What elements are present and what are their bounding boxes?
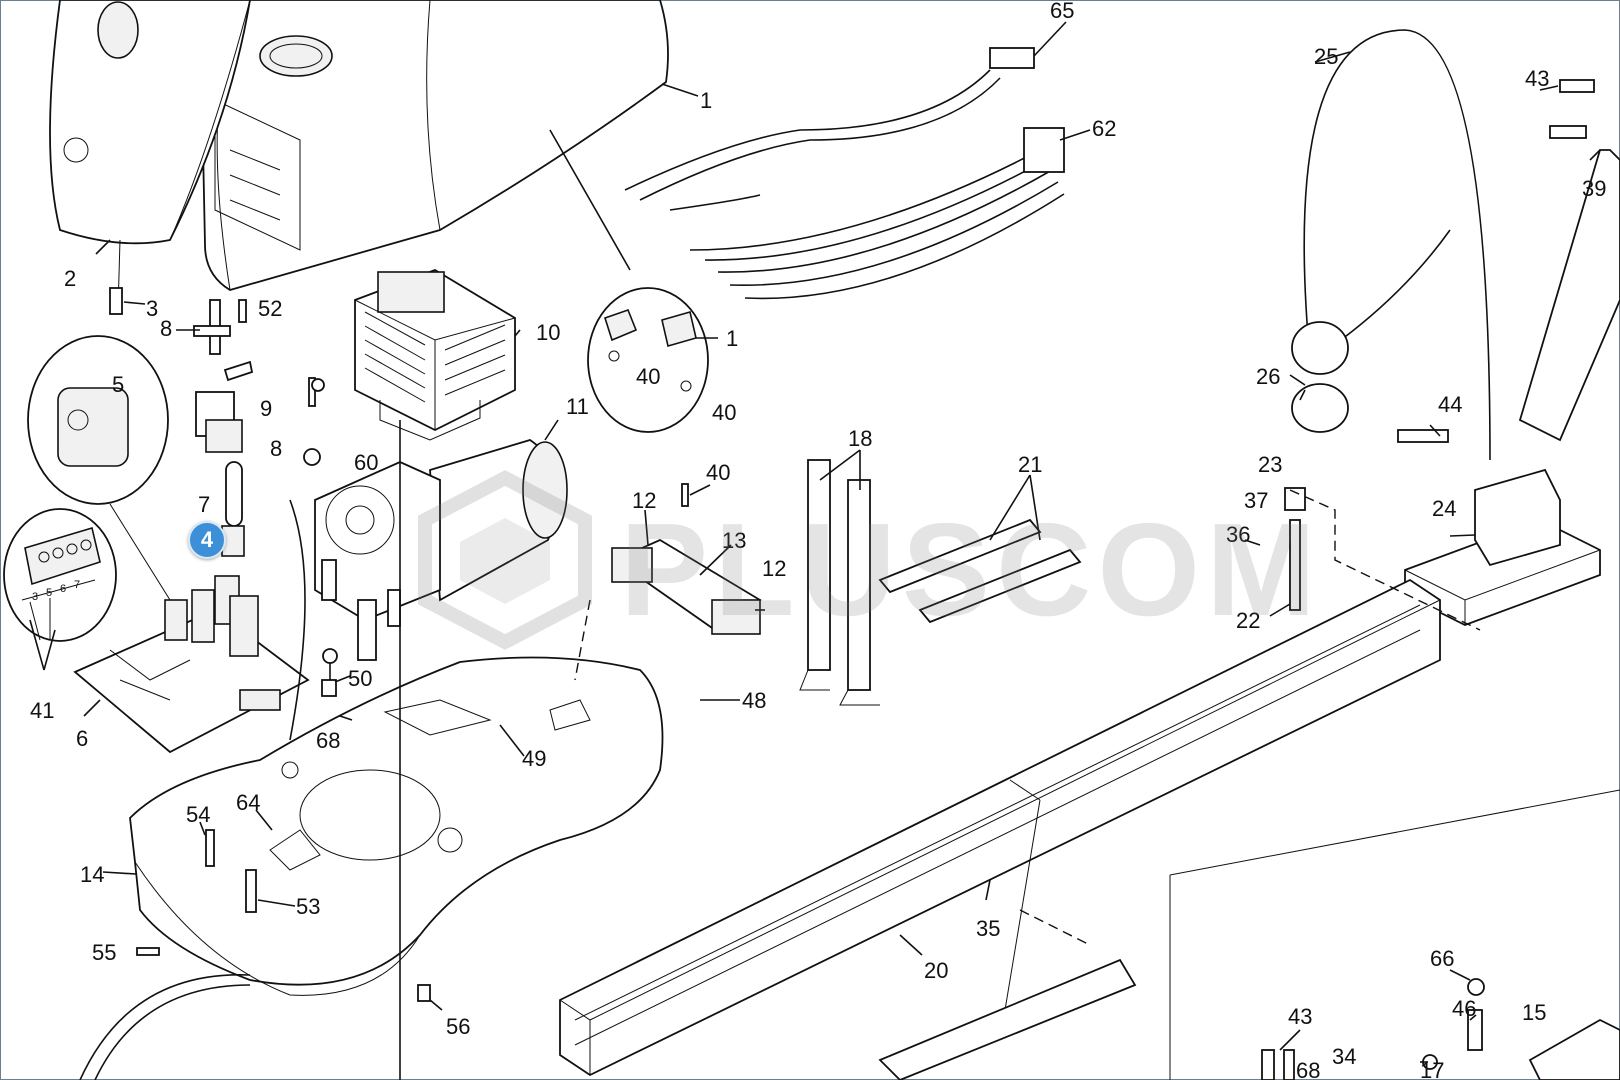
callout-46: 46: [1452, 996, 1476, 1021]
leader-lines: [29, 21, 1601, 1063]
callout-37: 37: [1244, 488, 1268, 513]
callout-35: 35: [976, 916, 1000, 941]
screw-56[interactable]: [417, 984, 431, 1002]
callout-9: 9: [260, 396, 272, 421]
callout-50: 50: [348, 666, 372, 691]
callout-1b: 1: [726, 326, 738, 351]
callout-40c: 40: [706, 460, 730, 485]
clip-9[interactable]: [223, 360, 254, 382]
callout-5: 5: [112, 372, 124, 397]
callout-11: 11: [566, 394, 589, 419]
base-plate-part[interactable]: [129, 656, 664, 996]
pin-assembly-22[interactable]: [1284, 487, 1306, 611]
callout-43b: 43: [1288, 1004, 1312, 1029]
callout-12a: 12: [632, 488, 656, 513]
callout-48: 48: [742, 688, 766, 713]
lamp-socket-part[interactable]: [193, 299, 243, 453]
lower-frame: [399, 129, 1620, 1080]
terminal-mark-6: 6: [60, 583, 66, 595]
callout-44: 44: [1438, 392, 1462, 417]
callout-21: 21: [1018, 452, 1042, 477]
release-cable-25[interactable]: [1291, 29, 1491, 461]
limit-switch-module[interactable]: [611, 483, 762, 635]
callout-labels: 65 1 62 25 43 39 2 3 8 52 10 1 40 40 5 9…: [30, 0, 1606, 1080]
callout-65: 65: [1050, 0, 1074, 23]
bolt-44[interactable]: [1397, 429, 1449, 443]
motor-part[interactable]: [314, 439, 568, 661]
callout-43a: 43: [1525, 66, 1549, 91]
callout-15: 15: [1522, 1000, 1546, 1025]
trolley-24[interactable]: [1404, 468, 1601, 626]
callout-56: 56: [446, 1014, 470, 1039]
lamp-part[interactable]: [221, 461, 245, 557]
callout-2: 2: [64, 266, 76, 291]
ground-wire-60[interactable]: [303, 377, 325, 466]
callout-60: 60: [354, 450, 378, 475]
callout-40b: 40: [712, 400, 736, 425]
callout-6: 6: [76, 726, 88, 751]
callout-34: 34: [1332, 1044, 1356, 1069]
callout-12b: 12: [762, 556, 786, 581]
callout-64: 64: [236, 790, 260, 815]
callout-49: 49: [522, 746, 546, 771]
screw-3[interactable]: [109, 287, 146, 315]
callout-52: 52: [258, 296, 282, 321]
callout-23: 23: [1258, 452, 1282, 477]
terminal-mark-5: 5: [46, 587, 52, 599]
screw-55[interactable]: [136, 947, 160, 956]
callout-36: 36: [1226, 522, 1250, 547]
callout-1a: 1: [700, 88, 712, 113]
inset-terminal-block[interactable]: 3 5 6 7: [3, 508, 117, 642]
screw-52[interactable]: [238, 299, 247, 323]
callout-14: 14: [80, 862, 104, 887]
inset-lamp-cover[interactable]: [27, 335, 171, 601]
cover-part[interactable]: [199, 0, 669, 291]
callout-55: 55: [92, 940, 116, 965]
terminal-mark-7: 7: [74, 579, 80, 591]
callout-26: 26: [1256, 364, 1280, 389]
callout-68b: 68: [1296, 1058, 1320, 1080]
rail-strips-21[interactable]: [878, 518, 1082, 624]
callout-62: 62: [1092, 116, 1116, 141]
callout-40a: 40: [636, 364, 660, 389]
callout-68a: 68: [316, 728, 340, 753]
rail-20[interactable]: [559, 578, 1441, 1077]
bottom-left-curve: [79, 974, 251, 1080]
callout-24: 24: [1432, 496, 1456, 521]
callout-17: 17: [1420, 1058, 1444, 1080]
callout-66: 66: [1430, 946, 1454, 971]
bottom-right-parts[interactable]: [1261, 978, 1620, 1080]
callout-7: 7: [198, 492, 210, 517]
callout-8b: 8: [270, 436, 282, 461]
control-board-part[interactable]: [73, 575, 310, 754]
terminal-mark-3: 3: [32, 591, 38, 603]
harness-65[interactable]: [624, 47, 1035, 211]
callout-20: 20: [924, 958, 948, 983]
callout-10: 10: [536, 320, 560, 345]
selected-callout-badge[interactable]: 4: [188, 521, 226, 559]
callout-53: 53: [296, 894, 320, 919]
callout-25: 25: [1314, 44, 1338, 69]
callout-18: 18: [848, 426, 872, 451]
transformer-part[interactable]: [354, 269, 516, 441]
callout-3: 3: [146, 296, 158, 321]
callout-41: 41: [30, 698, 54, 723]
callout-22: 22: [1236, 608, 1260, 633]
bolt-54-53[interactable]: [205, 829, 257, 913]
inset-bracket-detail[interactable]: [587, 287, 709, 433]
limit-wire-50[interactable]: [289, 499, 338, 741]
callout-13: 13: [722, 528, 746, 553]
bolt-43-39[interactable]: [1549, 79, 1595, 139]
callout-8a: 8: [160, 316, 172, 341]
bracket-18[interactable]: [799, 459, 880, 706]
callout-39: 39: [1582, 176, 1606, 201]
harness-62[interactable]: [689, 127, 1065, 300]
callout-54: 54: [186, 802, 210, 827]
